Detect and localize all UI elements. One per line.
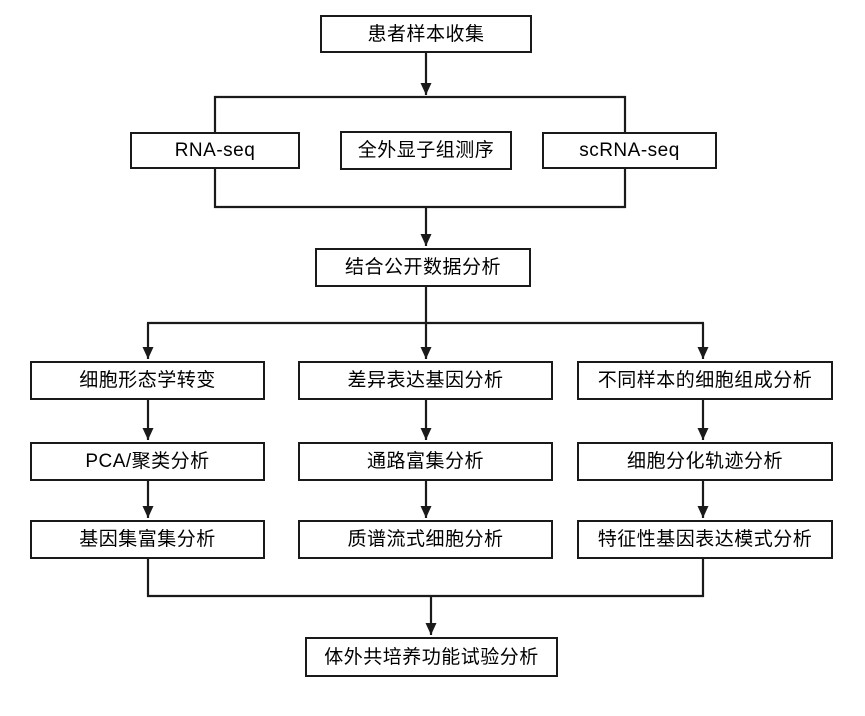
node-characteristic-expression-pattern-analysis: 特征性基因表达模式分析: [577, 520, 833, 559]
node-differential-expression-analysis: 差异表达基因分析: [298, 361, 553, 400]
node-coculture-functional-assay-analysis: 体外共培养功能试验分析: [305, 637, 558, 677]
edge-sequencing-to-public-data: [213, 169, 627, 246]
node-public-data-analysis: 结合公开数据分析: [315, 248, 531, 287]
edge-columns-to-coculture: [146, 559, 705, 635]
node-pathway-enrichment-analysis: 通路富集分析: [298, 442, 553, 481]
node-whole-exome-sequencing: 全外显子组测序: [340, 131, 512, 170]
edge-patient-to-sequencing: [213, 53, 627, 132]
node-scrna-seq: scRNA-seq: [542, 132, 717, 169]
edge-public-data-to-columns: [142, 287, 709, 359]
node-mass-cytometry-analysis: 质谱流式细胞分析: [298, 520, 553, 559]
node-rna-seq: RNA-seq: [130, 132, 300, 169]
node-gene-set-enrichment-analysis: 基因集富集分析: [30, 520, 265, 559]
node-differentiation-trajectory-analysis: 细胞分化轨迹分析: [577, 442, 833, 481]
node-pca-clustering-analysis: PCA/聚类分析: [30, 442, 265, 481]
node-cell-composition-analysis: 不同样本的细胞组成分析: [577, 361, 833, 400]
node-cell-morphology-transformation: 细胞形态学转变: [30, 361, 265, 400]
node-patient-sample-collection: 患者样本收集: [320, 15, 532, 53]
